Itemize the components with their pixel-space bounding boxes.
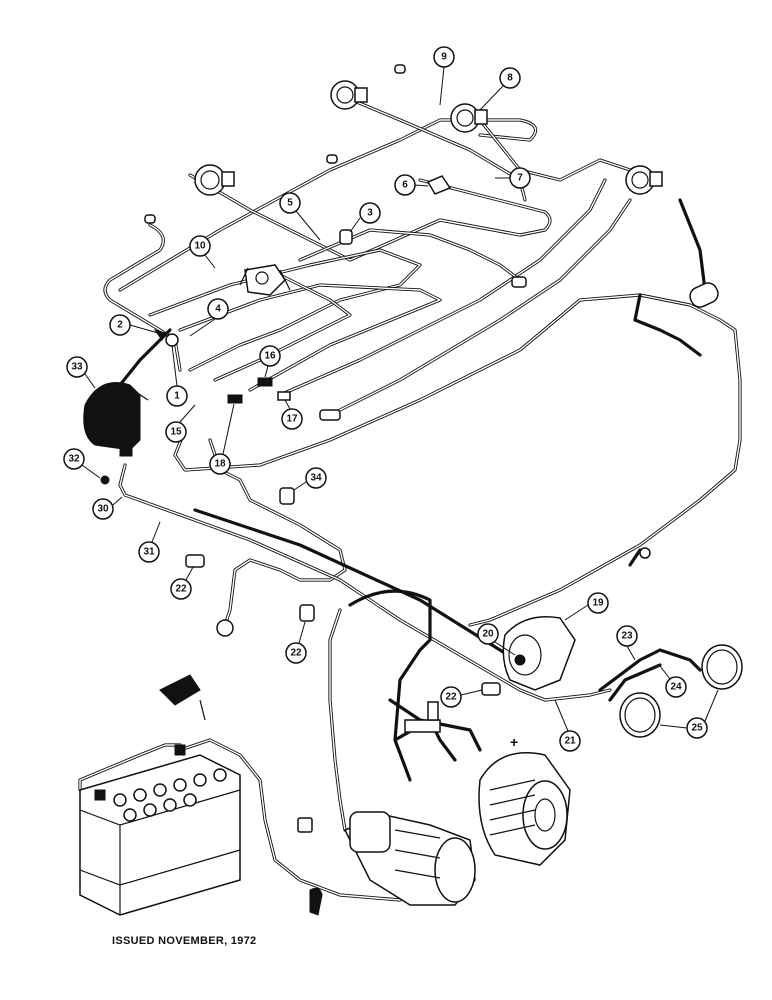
callout-1: 1 [166,385,188,407]
callout-10: 10 [189,235,211,257]
starter-bracket [297,817,313,833]
callout-17: 17 [281,408,303,430]
svg-text:23: 23 [621,631,633,642]
callout-25: 25 [686,717,708,739]
connector-18 [227,394,243,404]
switch-plug [216,547,651,637]
svg-text:20: 20 [482,629,494,640]
svg-text:33: 33 [71,362,83,373]
callout-31: 31 [138,541,160,563]
bulb-socket-left [144,214,156,224]
callout-24: 24 [665,676,687,698]
connector-17 [277,391,291,401]
ignition-switch [239,264,291,296]
callout-19: 19 [587,592,609,614]
svg-text:15: 15 [170,427,182,438]
svg-text:22: 22 [175,584,187,595]
callout-22a: 22 [170,578,192,600]
rear-lamp-19 [502,616,576,691]
oil-sender [426,175,452,195]
battery-terminal-cover [159,674,206,721]
callout-32: 32 [63,448,85,470]
clip-22b [299,604,315,622]
svg-text:2: 2 [117,320,123,331]
bulb-socket-mid [326,154,338,164]
callout-8: 8 [499,67,521,89]
svg-text:34: 34 [310,473,322,484]
regulator [404,701,441,733]
callout-21: 21 [559,730,581,752]
callout-23: 23 [616,625,638,647]
plus-symbol: + [510,734,518,750]
clip-22a [185,554,205,568]
tail-lamp-left [619,692,661,738]
svg-text:25: 25 [691,723,703,734]
callout-16: 16 [259,345,281,367]
ammeter-gauge [625,165,663,195]
svg-text:18: 18 [214,459,226,470]
callout-2: 2 [109,314,131,336]
svg-text:19: 19 [592,598,604,609]
callout-33: 33 [66,356,88,378]
svg-text:5: 5 [287,198,293,209]
starter-switch [339,229,353,245]
svg-text:6: 6 [402,180,408,191]
callout-20: 20 [477,623,499,645]
callout-34: 34 [305,467,327,489]
clip-34 [279,487,295,505]
battery [79,744,241,916]
callout-15: 15 [165,421,187,443]
svg-text:30: 30 [97,504,109,515]
svg-text:24: 24 [670,682,682,693]
callout-4: 4 [207,298,229,320]
temperature-gauge [330,80,368,110]
svg-text:9: 9 [441,52,447,63]
issued-date-footer: ISSUED NOVEMBER, 1972 [112,935,257,947]
headlight [83,382,149,457]
fuel-gauge [194,164,235,196]
callout-22c: 22 [440,686,462,708]
svg-text:10: 10 [194,241,206,252]
callout-5: 5 [279,192,301,214]
callout-30: 30 [92,498,114,520]
svg-text:22: 22 [290,648,302,659]
svg-text:3: 3 [367,208,373,219]
starter-motor [343,811,476,906]
callout-18: 18 [209,453,231,475]
tail-lamp-right [701,644,743,690]
clip-22c [481,682,501,696]
callout-3: 3 [359,202,381,224]
svg-text:31: 31 [143,547,155,558]
grommet-32 [100,475,110,485]
callout-7: 7 [509,167,531,189]
svg-text:17: 17 [286,414,298,425]
rear-sender [689,282,719,308]
svg-text:4: 4 [215,304,221,315]
svg-text:8: 8 [507,73,513,84]
callout-6: 6 [394,174,416,196]
alternator [478,752,571,866]
svg-text:32: 32 [68,454,80,465]
svg-text:21: 21 [564,736,576,747]
svg-text:16: 16 [264,351,276,362]
oil-pressure-gauge [450,103,488,133]
instrument-harness [103,93,632,412]
connector-16 [257,377,273,387]
svg-text:22: 22 [445,692,457,703]
callout-22b: 22 [285,642,307,664]
svg-text:7: 7 [517,173,523,184]
battery-caps [113,768,227,822]
svg-text:1: 1 [174,391,180,402]
callout-9: 9 [433,46,455,68]
temp-sender [319,409,341,421]
bulb-socket-top [394,64,406,74]
cable-clip [309,887,323,916]
connector-end [511,276,527,288]
